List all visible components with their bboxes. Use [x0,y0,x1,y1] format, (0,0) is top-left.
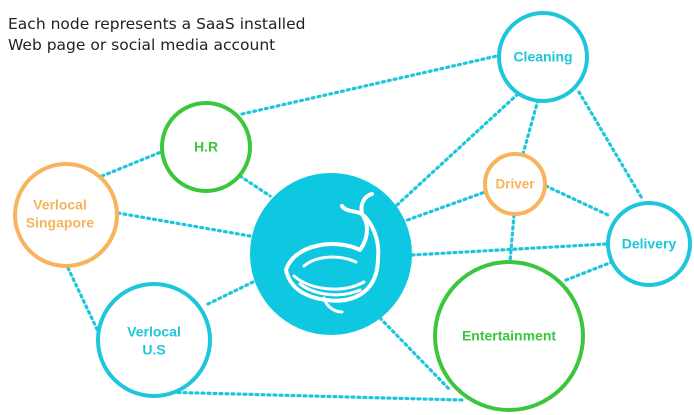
diagram-caption: Each node represents a SaaS installed We… [8,14,305,56]
node-driver-label: Driver [495,177,535,192]
edge-singapore-hub [116,211,252,238]
caption-line-2: Web page or social media account [8,36,276,54]
node-verlocal-singapore-label-line1: Verlocal [33,197,87,213]
edge-hub-entertainment [378,316,452,392]
edge-cleaning-delivery [577,90,645,202]
node-delivery-label: Delivery [622,236,677,252]
edge-driver-delivery [544,184,610,217]
node-hr-ring [160,101,252,193]
caption-line-1: Each node represents a SaaS installed [8,15,306,33]
edge-hr-hub [238,174,272,198]
edge-hub-delivery [410,242,608,257]
node-cleaning-label: Cleaning [513,49,572,65]
node-delivery: Delivery [606,201,692,287]
edge-driver-entertainment [508,213,516,264]
edge-entertainment-delivery [564,260,614,282]
hub-circle [250,173,412,335]
node-verlocal-us: Verlocal U.S [96,282,212,398]
edge-singapore-hr [100,148,168,178]
edge-singapore-us [66,266,106,346]
node-cleaning: Cleaning [497,11,589,103]
edge-us-entertainment [158,390,464,402]
node-entertainment-label: Entertainment [462,328,556,344]
node-hr: H.R [160,101,252,193]
node-verlocal-us-label-line2: U.S [142,342,165,358]
node-entertainment: Entertainment [433,260,585,412]
edge-hub-cleaning [395,90,522,207]
node-delivery-ring [606,201,692,287]
node-verlocal-singapore-label-line2: Singapore [26,215,95,231]
hub-node [250,173,412,335]
node-verlocal-us-label-line1: Verlocal [127,324,181,340]
whale-icon [284,192,381,314]
node-entertainment-ring [433,260,585,412]
node-verlocal-singapore-ring [13,162,119,268]
node-driver-ring [483,152,547,216]
node-verlocal-us-ring [96,282,212,398]
node-hr-label: H.R [194,139,218,155]
node-verlocal-singapore: Verlocal Singapore [13,162,119,268]
edge-hr-cleaning [240,54,499,116]
connector-lines [66,54,645,402]
node-cleaning-ring [497,11,589,103]
edge-hub-driver [400,190,487,224]
edge-us-hub [206,280,255,306]
edge-cleaning-driver [521,98,540,156]
node-driver: Driver [483,152,547,216]
